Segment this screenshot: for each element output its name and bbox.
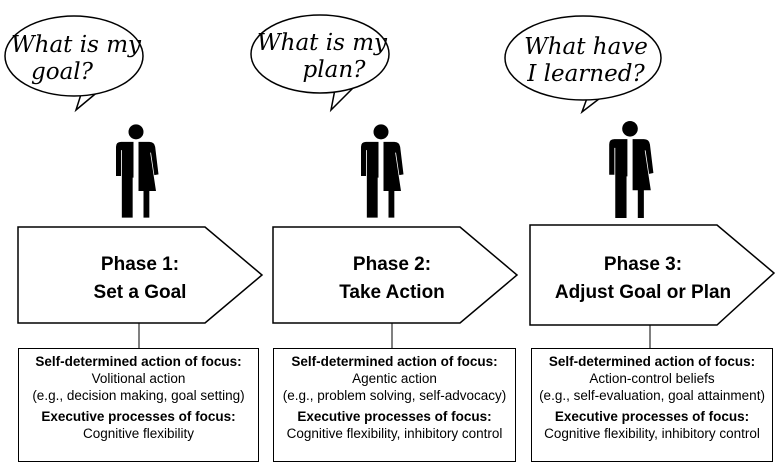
phase-1-subtitle: Set a Goal (94, 282, 187, 303)
person-icon (361, 124, 404, 218)
sda-example: (e.g., decision making, goal setting) (32, 388, 245, 403)
sda-heading: Self-determined action of focus: (291, 354, 498, 369)
person-icon (609, 120, 654, 219)
phase-2-title: Phase 2: (353, 254, 431, 275)
phase-1-info-box: Self-determined action of focus: Volitio… (18, 348, 259, 462)
exec-heading: Executive processes of focus: (297, 409, 492, 424)
bubble-line-2: I learned? (526, 61, 645, 87)
exec-heading: Executive processes of focus: (41, 409, 236, 424)
exec-value: Cognitive flexibility, inhibitory contro… (544, 426, 760, 441)
bubble-line-1: What is my (257, 30, 388, 56)
exec-value: Cognitive flexibility, inhibitory contro… (286, 426, 503, 441)
phase-1: What is my goal? Phase 1: Set a Goal (4, 15, 264, 348)
sda-value: Action-control beliefs (589, 371, 715, 386)
phase-3-info-box: Self-determined action of focus: Action-… (531, 348, 773, 462)
phase-3-title: Phase 3: (604, 254, 682, 275)
speech-bubble-3: What have I learned? (504, 15, 662, 115)
bubble-line-1: What is my (11, 32, 142, 58)
phase-2-info-box: Self-determined action of focus: Agentic… (273, 348, 516, 462)
bubble-line-1: What have (524, 34, 648, 60)
sda-example: (e.g., problem solving, self-advocacy) (282, 388, 507, 403)
sda-heading: Self-determined action of focus: (35, 354, 242, 369)
phase-2-subtitle: Take Action (339, 282, 445, 303)
sda-heading: Self-determined action of focus: (548, 354, 756, 369)
phase-1-title: Phase 1: (101, 254, 179, 275)
sda-example: (e.g., self-evaluation, goal attainment) (539, 388, 765, 403)
bubble-line-2: goal? (31, 59, 94, 85)
speech-bubble-2: What is my plan? (250, 14, 390, 113)
sda-value: Volitional action (91, 371, 186, 386)
phase-2-arrow (272, 226, 519, 324)
speech-bubble-1: What is my goal? (4, 15, 144, 113)
sda-value: Agentic action (352, 371, 437, 386)
phase-3-arrow (529, 224, 776, 326)
phase-3-subtitle: Adjust Goal or Plan (555, 282, 731, 303)
phase-2: What is my plan? Phase 2: Take Action (250, 14, 519, 348)
bubble-line-2: plan? (303, 57, 367, 83)
person-icon (116, 124, 159, 218)
phase-3: What have I learned? Phase 3: Adjust Goa… (504, 15, 776, 348)
exec-value: Cognitive flexibility (82, 426, 195, 441)
exec-heading: Executive processes of focus: (554, 409, 750, 424)
phase-1-arrow (17, 226, 264, 324)
